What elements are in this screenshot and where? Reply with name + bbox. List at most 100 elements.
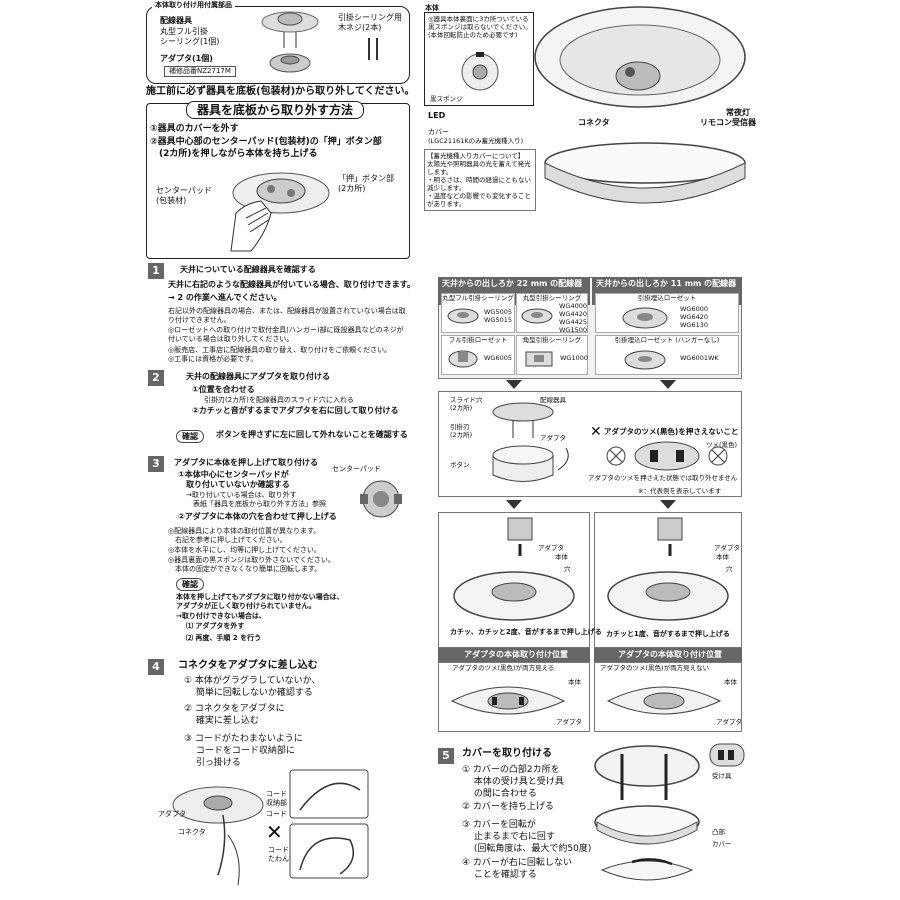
fixture-l3-codes: WG6005: [484, 354, 513, 362]
step1-note3: ◎販売店、工事店に配線器具の取り替え、取り付けをご依頼ください。: [168, 346, 392, 354]
fixture-l3-name: フル引掛ローゼット: [448, 336, 508, 344]
step3-note2: ◎本体を水平にし、均等に押し上げてください。: [168, 546, 321, 554]
removal-title: 器具を底板から取り外す方法: [186, 101, 365, 119]
connector-label: コネクタ: [578, 118, 610, 127]
cord-storage-label: コード 収納部: [266, 790, 287, 807]
cover-label: カバー: [428, 128, 449, 136]
click-twice-note: カチッ、カチッと2度、音がするまで押し上げる: [450, 628, 602, 636]
remote-receiver-label: リモコン受信器: [700, 118, 756, 127]
fixture-r1-codes: WG6000 WG6420 WG6130: [680, 305, 709, 329]
representative-note: ※：代表例を表示しています: [638, 487, 722, 495]
adapter-mount-illustration: [492, 402, 569, 482]
sponge-note: ◎器具本体裏面に3カ所ついている黒スポンジは取らないでください。(本体回転防止の…: [428, 15, 532, 39]
step4-connector: コネクタ: [178, 828, 206, 836]
step1-number: 1: [148, 263, 164, 279]
fixture-r1-name: 引掛埋込ローゼット: [637, 294, 697, 302]
hook-blade-label: 引掛刃 (2カ所): [450, 423, 473, 439]
step2-b: ②カチッと音がするまでアダプタを右に回して取り付ける: [192, 406, 399, 415]
mount-left-hole: 穴: [564, 565, 571, 573]
pos-right-adapter: アダプタ: [716, 718, 742, 726]
screw-icon: [368, 38, 378, 60]
cover-label-step5: カバー: [712, 840, 732, 848]
step4-c: ③ コードがたわまないように コードをコード収納部に 引っ掛ける: [184, 734, 303, 768]
cover-attach-illustration: [594, 745, 700, 881]
cannot-remove-note: アダプタのツメを押さえた状態では取り外せません: [588, 474, 738, 482]
pos-right-body: 本体: [724, 678, 737, 686]
bracket-icon: [709, 743, 745, 767]
down-arrow-left-1: [506, 380, 522, 389]
step1-title: 天井についている配線器具を確認する: [180, 265, 316, 274]
center-pad-icon: [360, 480, 402, 518]
fixture-l2-codes: WG4000 WG4420 WG4425 WG1500: [559, 302, 588, 334]
pos-title-left: アダプタの本体取り付け位置: [438, 648, 590, 662]
step5-title: カバーを取り付ける: [462, 748, 552, 759]
claw-visible-note: アダプタのツメ(黒色)が両方見える: [452, 664, 555, 672]
step4-title: コネクタをアダプタに差し込む: [178, 660, 318, 671]
mount-right-adapter: アダプタ: [714, 544, 740, 552]
mount-right-body: 本体: [716, 553, 729, 561]
cord-storage-illustration: [289, 769, 369, 879]
step5-number: 5: [438, 748, 454, 764]
step4-b: ② コネクタをアダプタに 確実に差し込む: [184, 704, 285, 726]
body-note-box: [424, 12, 534, 106]
step3-title: アダプタに本体を押し上げて取り付ける: [174, 458, 318, 467]
step3-c1: 本体を押し上げてもアダプタに取り付かない場合は、 アダプタが正しく取り付けられて…: [176, 593, 344, 610]
no-mark-icon: ✕: [590, 424, 602, 440]
body-title: 本体: [425, 4, 439, 12]
sponge-illustration: [461, 52, 499, 91]
dont-push-claw: アダプタのツメ(黒色)を押さえないこと: [604, 427, 739, 436]
step3-note3: ◎器具裏面の黒スポンジは取り外さないでください。 本体の固定ができなくなり簡単に…: [168, 556, 335, 573]
accessories-title: 本体取り付け用付属部品: [152, 1, 235, 10]
removal-step1: ①器具のカバーを外す: [150, 124, 239, 134]
step3-b: ②アダプタに本体の穴を合わせて押し上げる: [178, 512, 337, 521]
cord-sag-label: コードが たわんでいる: [268, 846, 310, 863]
protrusion-label: 凸部: [712, 828, 725, 836]
cover-illustration: [544, 142, 746, 204]
pos-left-illustration: [450, 686, 566, 715]
round-hook-ceiling-icon: [521, 308, 553, 324]
down-arrow-left-2: [506, 500, 522, 509]
step2-title: 天井の配線器具にアダプタを取り付ける: [186, 372, 330, 381]
step2-a: ①位置を合わせる: [192, 385, 255, 394]
accessories-box: [146, 6, 410, 84]
led-label: LED: [428, 111, 446, 120]
pos-left-body: 本体: [568, 678, 581, 686]
fixture-l1-codes: WG5005 WG5015: [484, 308, 513, 324]
step2-confirm-tag: 確認: [176, 430, 204, 443]
adapter-label-diag: アダプタ: [540, 434, 566, 442]
wrong-mark-icon: ✕: [266, 820, 283, 844]
fixture-l1-name: 丸型フル引掛シーリング: [442, 294, 514, 302]
pos-title-right: アダプタの本体取り付け位置: [594, 648, 742, 662]
step5-d: ④ カバーが右に回転しない ことを確認する: [462, 858, 572, 880]
step1-line1: 天井に右記のような配線器具が付いている場合、取り付けできます。: [168, 280, 415, 289]
step3-note1: ◎配線器具により本体の取付位置が異なります。 右記を参考に押し上げてください。: [168, 527, 321, 544]
claw-hidden-note: アダプタのツメ(黒色)が両方見えない: [600, 664, 710, 672]
mount-left-adapter: アダプタ: [538, 544, 564, 552]
step3-a-sub: →取り付いている場合は、取り外す 表紙「器具を底板から取り外す方法」参照: [186, 491, 326, 508]
down-arrow-right-1: [660, 380, 676, 389]
push-button-label: 「押」ボタン部 (2カ所): [338, 174, 394, 193]
warning-text: 施工前に必ず器具を底板(包装材)から取り外してください。: [146, 86, 415, 97]
removal-step2: ②器具中心部のセンターパッド(包装材)の「押」ボタン部 (2カ所)を押しながら本…: [150, 137, 382, 159]
fixture-label-diag: 配線器具: [540, 396, 566, 404]
adapter-diagram-panel: [438, 391, 742, 497]
bracket-label: 受け具: [712, 772, 732, 780]
step4-adapter: アダプタ: [158, 810, 186, 818]
sponge-label: 黒スポンジ: [430, 95, 463, 103]
slide-hole-label: スライド穴 (2カ所): [450, 396, 483, 412]
fixture-label: 配線器具: [160, 16, 192, 25]
full-rosette-icon: [448, 350, 478, 368]
step3-c3: ⑴ アダプタを外す: [186, 622, 245, 630]
fixture-cell-r1: [595, 293, 739, 333]
click-once-note: カチッと1度、音がするまで押し上げる: [606, 630, 730, 638]
adapter-label: アダプタ(1個): [160, 54, 213, 63]
pos-left-adapter: アダプタ: [556, 718, 582, 726]
fixture-body-illustration: [534, 6, 746, 108]
mount-right-hole: 穴: [726, 565, 733, 573]
screws-label: 引掛シーリング用 木ネジ(2本): [338, 13, 402, 32]
step3-c2: →取り付けできない場合は、: [176, 612, 266, 620]
cord-label: コード: [266, 810, 287, 818]
square-ceiling-icon: [525, 351, 553, 367]
step2-a-sub: 引掛刃(2カ所)を配線器具のスライド穴に入れる: [204, 396, 354, 404]
step2-number: 2: [148, 370, 164, 386]
